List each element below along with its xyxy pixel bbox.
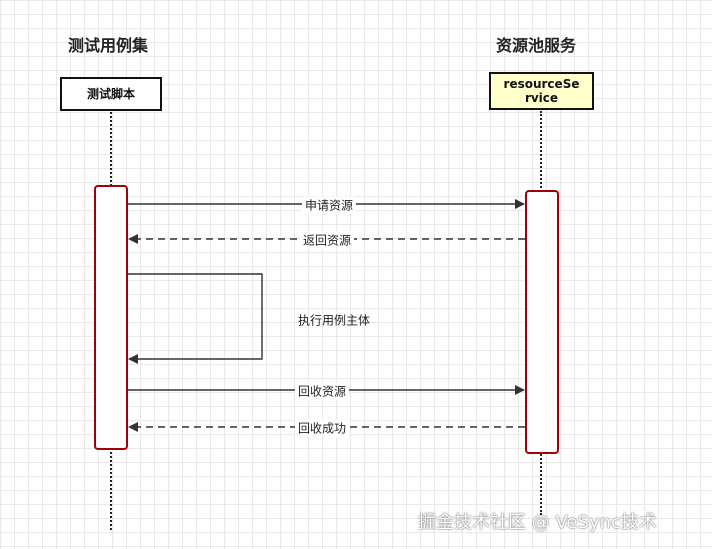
left-group-title: 测试用例集 — [68, 36, 149, 55]
participant-test-script[interactable]: 测试脚本 — [60, 77, 162, 111]
participant-test-script-label: 测试脚本 — [86, 87, 135, 101]
participant-resource-service-label-line2: rvice — [524, 91, 559, 105]
message-label-success: 回收成功 — [294, 419, 350, 437]
message-label-self-call: 执行用例主体 — [297, 313, 371, 328]
left-activation-bar[interactable] — [94, 185, 128, 450]
participant-resource-service[interactable]: resourceSe rvice — [489, 72, 594, 110]
participant-resource-service-label-line1: resourceSe — [503, 77, 580, 91]
message-arrow-self-call — [128, 273, 263, 364]
watermark: 掘金技术社区 @ VeSync技术 — [418, 512, 657, 533]
message-label-release: 回收资源 — [294, 382, 350, 400]
right-group-title: 资源池服务 — [496, 36, 577, 55]
message-label-return: 返回资源 — [299, 231, 355, 249]
message-label-request: 申请资源 — [301, 196, 357, 214]
right-activation-bar[interactable] — [525, 190, 559, 454]
